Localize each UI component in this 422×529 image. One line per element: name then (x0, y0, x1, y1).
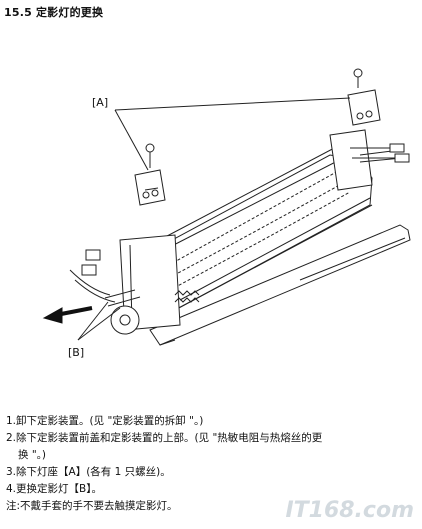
removal-arrow (42, 306, 93, 324)
section-title: 15.5 定影灯的更换 (4, 6, 104, 19)
callout-b-label: [B] (68, 346, 85, 359)
step-1: 1.卸下定影装置。(见 "定影装置的拆卸 "。) (6, 415, 204, 427)
site-watermark: IT168.com (285, 498, 414, 523)
step-2: 2.除下定影装置前盖和定影装置的上部。(见 "热敏电阻与热熔丝的更 (6, 432, 323, 444)
instruction-list: 1.卸下定影装置。(见 "定影装置的拆卸 "。) 2.除下定影装置前盖和定影装置… (6, 413, 416, 515)
step-3: 3.除下灯座【A】(各有 1 只螺丝)。 (6, 466, 171, 478)
fusing-unit-diagram (42, 68, 411, 346)
step-4: 4.更换定影灯【B】。 (6, 483, 102, 495)
note: 注:不戴手套的手不要去触摸定影灯。 (6, 500, 178, 512)
callout-a-label: [A] (92, 96, 109, 109)
step-2-continued: 换 "。) (18, 449, 47, 461)
